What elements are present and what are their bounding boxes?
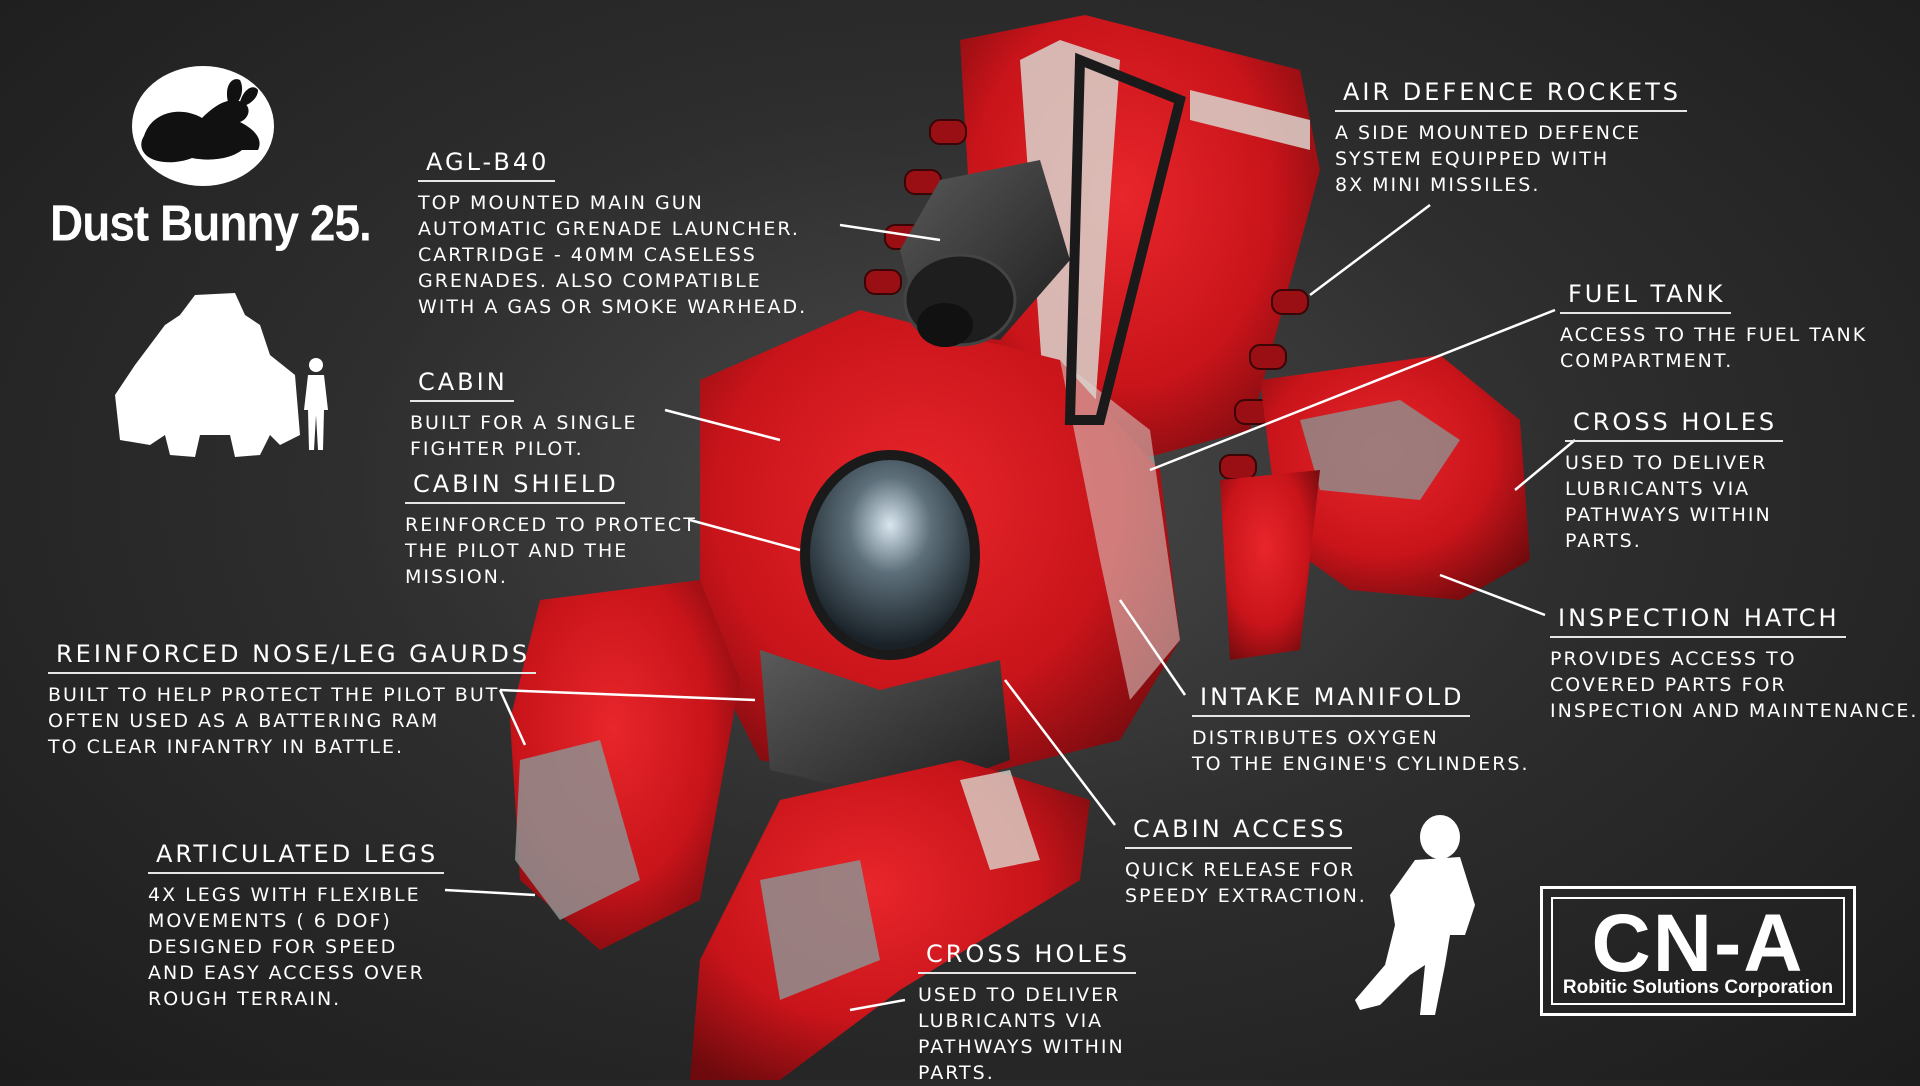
annotation-fuel-tank: Fuel tank Access to the fuel tank compar…: [1560, 280, 1867, 374]
annotation-title: Inspection hatch: [1550, 604, 1846, 638]
annotation-body: Built for a single fighter pilot.: [410, 412, 638, 460]
mech-front-body: [700, 310, 1180, 800]
annotation-agl-b40: AGL-B40 Top mounted main gun automatic g…: [418, 148, 807, 320]
annotation-body: Built to help protect the pilot but ofte…: [48, 684, 500, 758]
company-logo-letters: CN-A: [1591, 898, 1805, 989]
company-logo-frame: CN-A Robitic Solutions Corporation: [1551, 897, 1845, 1005]
annotation-intake-manifold: Intake manifold Distributes oxygen to th…: [1192, 683, 1530, 777]
annotation-title: Fuel tank: [1560, 280, 1732, 314]
annotation-title: Cross holes: [918, 940, 1137, 974]
company-logo: CN-A Robitic Solutions Corporation: [1540, 886, 1856, 1016]
company-name: Robitic Solutions Corporation: [1562, 977, 1834, 998]
annotation-air-defence-rockets: Air defence rockets A side mounted defen…: [1335, 78, 1688, 198]
annotation-title: Cabin shield: [405, 470, 625, 504]
annotation-inspection-hatch: Inspection hatch Provides access to cove…: [1550, 604, 1918, 724]
annotation-title: Reinforced nose/leg gaurds: [48, 640, 537, 674]
main-gun: [900, 52, 1186, 425]
annotation-body: Quick release for speedy extraction.: [1125, 859, 1367, 907]
human-silhouette-icon: [1355, 815, 1475, 1015]
annotation-title: Cabin: [410, 368, 514, 402]
brand-title: Dust Bunny 25.: [50, 194, 372, 252]
annotation-cross-holes-bottom: Cross holes Used to deliver lubricants v…: [918, 940, 1137, 1086]
mech-leg-rear-right: [1220, 355, 1530, 660]
annotation-title: Cabin access: [1125, 815, 1353, 849]
brand-logo: [132, 66, 274, 186]
annotation-title: Intake manifold: [1192, 683, 1471, 717]
rabbit-icon: [141, 79, 260, 163]
annotation-cabin-access: Cabin access Quick release for speedy ex…: [1125, 815, 1367, 909]
annotation-articulated-legs: Articulated legs 4x legs with flexible m…: [148, 840, 445, 1012]
mech-leg-front-right: [690, 760, 1090, 1080]
annotation-body: Distributes oxygen to the engine's cylin…: [1192, 727, 1530, 775]
annotation-cross-holes-right: Cross holes Used to deliver lubricants v…: [1565, 408, 1784, 554]
mech-leg-front-left: [510, 580, 740, 950]
annotation-title: Cross holes: [1565, 408, 1784, 442]
annotation-title: Air defence rockets: [1335, 78, 1688, 112]
mech-silhouette-icon: [115, 293, 328, 457]
annotation-body: A side mounted defence system equipped w…: [1335, 122, 1642, 196]
annotation-title: Articulated legs: [148, 840, 445, 874]
annotation-body: Top mounted main gun automatic grenade l…: [418, 192, 808, 318]
annotation-body: Access to the fuel tank compartment.: [1560, 324, 1868, 372]
annotation-cabin: Cabin Built for a single fighter pilot.: [410, 368, 638, 462]
annotation-body: Used to deliver lubricants via pathways …: [1565, 452, 1772, 552]
annotation-body: Provides access to covered parts for ins…: [1550, 648, 1919, 722]
annotation-nose-leg-guards: Reinforced nose/leg gaurds Built to help…: [48, 640, 537, 760]
annotation-body: Reinforced to protect the pilot and the …: [405, 514, 697, 588]
annotation-title: AGL-B40: [418, 148, 556, 182]
annotation-body: Used to deliver lubricants via pathways …: [918, 984, 1125, 1084]
annotation-cabin-shield: Cabin shield Reinforced to protect the p…: [405, 470, 697, 590]
annotation-body: 4x legs with flexible movements ( 6 DOF)…: [148, 884, 425, 1010]
